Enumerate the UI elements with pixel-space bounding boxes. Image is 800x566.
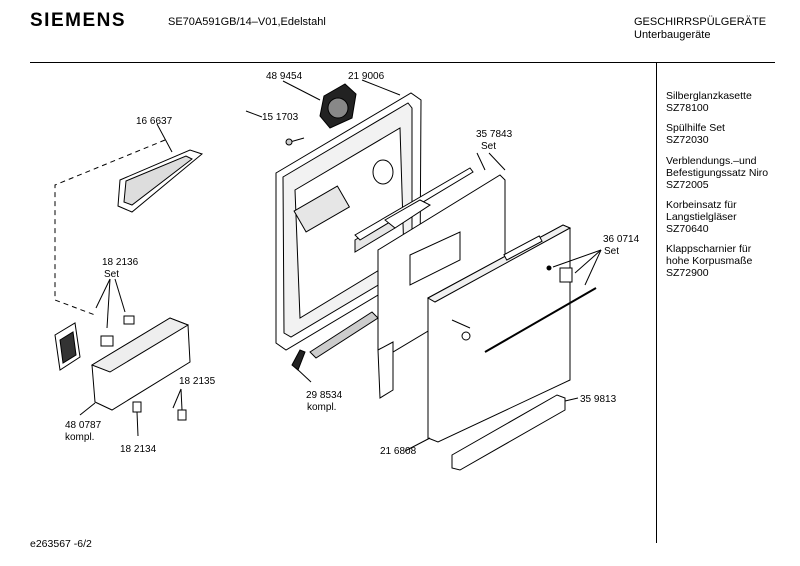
door-strip	[291, 311, 379, 371]
drawing-reference: e263567 -6/2	[30, 538, 92, 550]
accessory-name: Langstielgläser	[666, 211, 737, 223]
part-kompl-label: kompl.	[65, 432, 94, 443]
part-number-label: 36 0714	[603, 234, 640, 245]
outer-panel	[354, 167, 506, 399]
part-number-label: 48 9454	[266, 71, 303, 82]
model-number: SE70A591GB/14–V01,Edelstahl	[168, 16, 326, 28]
part-number-label: 16 6637	[136, 116, 173, 127]
accessory-name: Befestigungssatz Niro	[666, 167, 769, 179]
part-set-label: Set	[104, 269, 119, 280]
part-set-label: Set	[481, 141, 496, 152]
part-set-label: Set	[604, 246, 619, 257]
accessory-code: SZ70640	[666, 223, 709, 235]
sidebar-divider	[656, 63, 657, 543]
front-door-panel	[426, 224, 597, 443]
part-number-label: 18 2134	[120, 444, 157, 455]
part-number-label: 29 8534	[306, 390, 343, 401]
leader-lines	[79, 79, 602, 452]
accessory-code: SZ72030	[666, 134, 709, 146]
accessory-item: Klappscharnier für hohe Korpusmaße SZ729…	[666, 243, 752, 279]
accessory-name: Spülhilfe Set	[666, 122, 725, 134]
screw	[285, 137, 305, 146]
brand-logo: SIEMENS	[30, 10, 127, 31]
part-number-label: 18 2136	[102, 257, 139, 268]
part-number-label: 48 0787	[65, 420, 102, 431]
dashed-leader	[54, 139, 166, 316]
rail	[451, 394, 566, 471]
small-clip	[132, 401, 187, 421]
control-module	[54, 315, 191, 411]
part-number-label: 21 9006	[348, 71, 385, 82]
accessory-item: Verblendungs.–und Befestigungssatz Niro …	[666, 155, 768, 191]
header-divider	[30, 62, 775, 63]
accessory-name: Korbeinsatz für	[666, 199, 737, 211]
seal-frame	[117, 149, 204, 213]
part-number-label: 18 2135	[179, 376, 216, 387]
accessory-code: SZ78100	[666, 102, 709, 114]
accessory-item: Spülhilfe Set SZ72030	[666, 122, 725, 146]
accessory-item: Korbeinsatz für Langstielgläser SZ70640	[666, 199, 737, 235]
part-number-label: 15 1703	[262, 112, 299, 123]
part-labels: 48 9454 21 9006 15 1703 16 6637 35 7843 …	[65, 71, 640, 457]
accessory-name: Klappscharnier für	[666, 243, 752, 255]
part-kompl-label: kompl.	[307, 402, 336, 413]
part-number-label: 35 9813	[580, 394, 617, 405]
category-subtitle: Unterbaugeräte	[634, 29, 711, 41]
part-number-label: 35 7843	[476, 129, 513, 140]
accessory-item: Silberglanzkasette SZ78100	[666, 90, 752, 114]
accessory-name: Verblendungs.–und	[666, 155, 757, 167]
accessory-name: Silberglanzkasette	[666, 90, 752, 102]
accessory-code: SZ72900	[666, 267, 709, 279]
category-title: GESCHIRRSPÜLGERÄTE	[634, 16, 767, 28]
hinge-set	[451, 265, 573, 341]
accessory-name: hohe Korpusmaße	[666, 255, 753, 267]
part-number-label: 21 6808	[380, 446, 417, 457]
dispenser-unit	[319, 83, 357, 129]
accessory-code: SZ72005	[666, 179, 709, 191]
